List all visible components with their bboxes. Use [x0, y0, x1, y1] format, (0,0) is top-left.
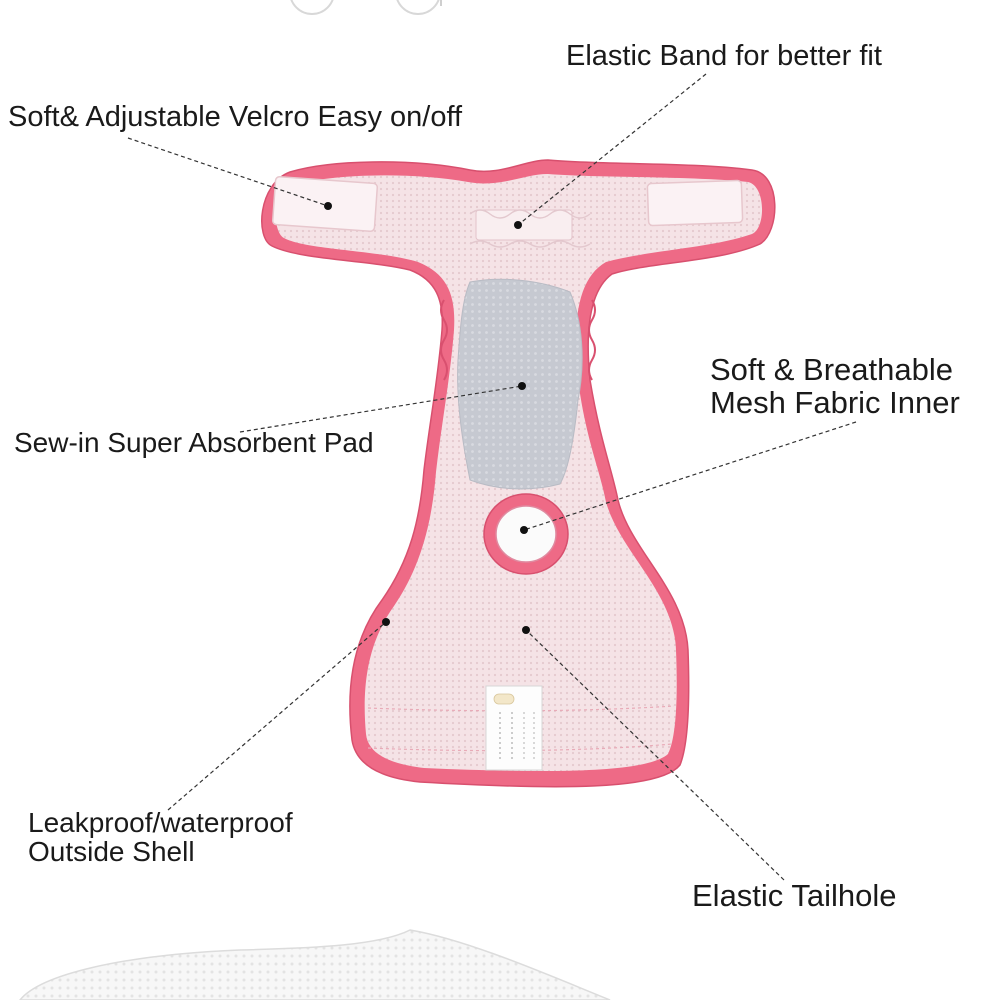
tailhole-callout-label: Elastic Tailhole — [692, 878, 897, 913]
velcro-patch-right — [646, 179, 744, 227]
bottom-cropped-fabric — [19, 929, 611, 1000]
care-label-tag — [485, 685, 543, 771]
outside-shell-label-line1: Leakproof/waterproof — [28, 807, 293, 838]
outside-shell-callout-label: Leakproof/waterproof Outside Shell — [28, 808, 293, 867]
elastic-band-callout-label: Elastic Band for better fit — [566, 40, 882, 72]
mesh-fabric-label-line1: Soft & Breathable — [710, 352, 953, 387]
tailhole — [483, 493, 569, 575]
velcro-callout-label: Soft& Adjustable Velcro Easy on/off — [8, 101, 463, 133]
elastic-band — [469, 209, 591, 248]
callout-dots — [324, 202, 530, 634]
absorbent-pad-callout-label: Sew-in Super Absorbent Pad — [14, 427, 374, 458]
mesh-fabric-callout-label: Soft & Breathable Mesh Fabric Inner — [710, 352, 960, 420]
mesh-fabric-label-line2: Mesh Fabric Inner — [710, 384, 960, 420]
top-cropped-thumbnails — [290, 0, 442, 15]
leader-lines — [127, 73, 857, 881]
outside-shell-label-line2: Outside Shell — [28, 836, 195, 868]
